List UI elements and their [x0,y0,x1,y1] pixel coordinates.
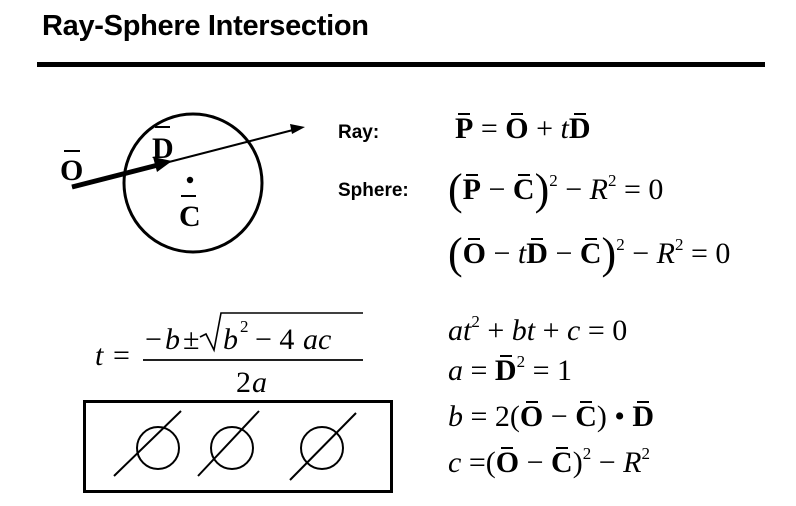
svg-text:t: t [95,339,104,372]
ray-arrowhead [290,124,305,134]
ray-label: Ray: [338,122,380,143]
direction-segment [71,162,159,190]
case-intersect-icon [289,412,357,481]
svg-text:−: − [145,323,162,356]
center-point [186,176,194,184]
direction-label: D [152,132,174,165]
direction-arrowhead [153,157,172,172]
ray-equation: P = O + tD [455,112,591,145]
svg-text:b: b [223,323,238,356]
intersection-cases-box [83,400,393,493]
title-divider [37,62,765,67]
svg-text:a: a [252,366,267,397]
a-coefficient: a = D2 = 1 [448,352,573,387]
case-miss-icon [113,410,182,477]
quadratic-equation: at2 + bt + c = 0 [448,312,628,347]
substituted-equation: (O − tD − C)2 − R2 = 0 [448,229,731,278]
svg-text:=: = [113,339,130,372]
case-tangent-icon [197,410,260,477]
center-label: C [179,200,201,233]
svg-text:ac: ac [303,323,331,356]
svg-text:− 4: − 4 [255,323,294,356]
svg-text:2: 2 [240,317,249,336]
slide-title: Ray-Sphere Intersection [42,10,369,42]
b-coefficient: b = 2(O − C) • D [448,400,655,433]
svg-text:±: ± [183,323,199,356]
svg-text:2: 2 [236,366,251,397]
sphere-circle [122,112,264,254]
c-coefficient: c =(O − C)2 − R2 [448,444,650,479]
svg-text:b: b [165,323,180,356]
sphere-equation: (P − C)2 − R2 = 0 [448,165,664,214]
origin-label: O [60,154,83,187]
quadratic-solution: t = − b ± b 2 − 4 ac 2 a [95,312,363,397]
sphere-label: Sphere: [338,180,409,201]
